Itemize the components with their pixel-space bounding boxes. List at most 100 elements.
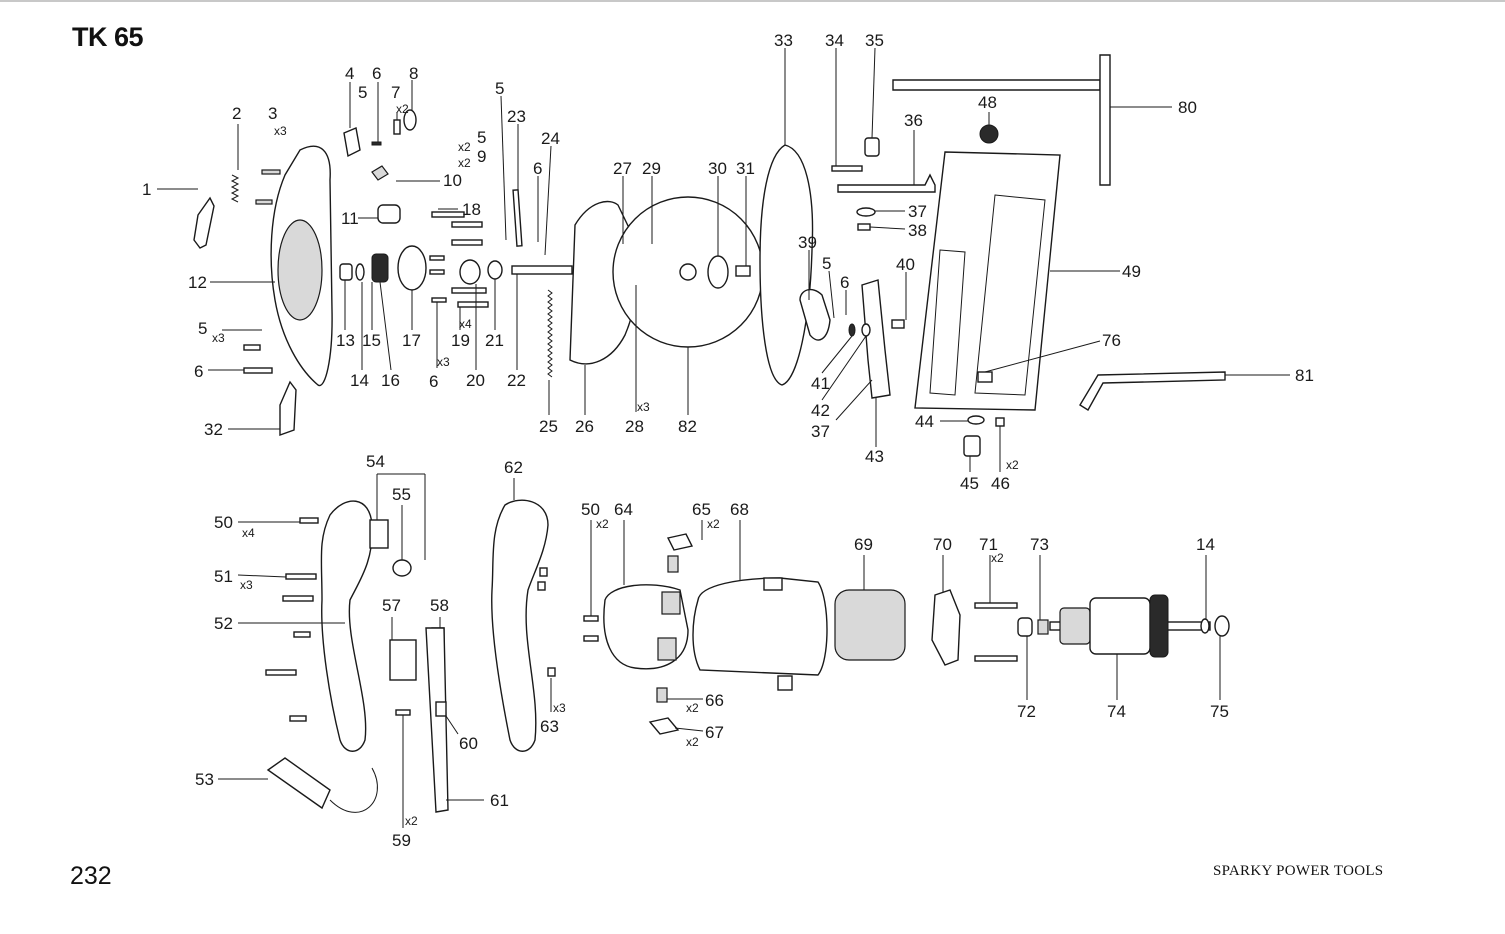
callout-43: 43 (865, 447, 884, 466)
callout-62: 62 (504, 458, 523, 477)
callout-59-qty: x2 (405, 814, 418, 828)
part-59-screw (395, 709, 411, 716)
callout-5d: 5 (495, 79, 504, 98)
part-68-stator-housing (692, 577, 828, 676)
callout-71: 71 (979, 535, 998, 554)
part-71-screw (974, 602, 1018, 609)
callout-66: 66 (705, 691, 724, 710)
callout-1: 1 (142, 180, 151, 199)
part-65-clip (666, 533, 694, 551)
part-50-screw-b (583, 615, 599, 622)
callout-68: 68 (730, 500, 749, 519)
callout-34: 34 (825, 31, 844, 50)
part-33-upper-guard (759, 144, 814, 386)
page-number: 232 (70, 862, 112, 890)
part-60-clip (435, 701, 447, 717)
callout-29: 29 (642, 159, 661, 178)
part-67-spring-clip (648, 717, 680, 735)
part-74-core (1089, 597, 1151, 655)
part-1-lever (193, 196, 215, 249)
callout-73: 73 (1030, 535, 1049, 554)
part-63-nut (539, 567, 548, 577)
callout-45: 45 (960, 474, 979, 493)
part-66-brush (656, 687, 668, 703)
part-6-pin (371, 141, 382, 146)
part-52-handle-half (320, 500, 373, 752)
part-80-parallel-guide (892, 79, 1101, 91)
part-49-slot-b (929, 249, 966, 396)
callout-82: 82 (678, 417, 697, 436)
part-screw-h (265, 669, 297, 676)
part-screw-d (429, 255, 445, 261)
part-80-guide-bar (1099, 54, 1111, 186)
callout-75: 75 (1210, 702, 1229, 721)
part-13-bearing (339, 263, 353, 281)
part-36-bracket (837, 173, 936, 193)
part-55-button (392, 559, 412, 577)
callout-70: 70 (933, 535, 952, 554)
part-48-knob (979, 124, 999, 144)
part-50-screw-c (583, 635, 599, 642)
callout-37b: 37 (811, 422, 830, 441)
part-21-bearing (487, 260, 503, 280)
callout-27: 27 (613, 159, 632, 178)
part-45-knob (963, 435, 981, 457)
callout-38: 38 (908, 221, 927, 240)
part-35-knob (864, 137, 880, 157)
part-38-screw (857, 223, 871, 231)
part-72-bearing (1017, 617, 1033, 637)
callout-3-qty: x3 (274, 124, 287, 138)
callout-60: 60 (459, 734, 478, 753)
callout-25: 25 (539, 417, 558, 436)
callout-11: 11 (341, 209, 359, 228)
callout-50-qty: x4 (242, 526, 255, 540)
part-74-commutator (1059, 607, 1091, 645)
part-65-brush-b (657, 637, 677, 661)
callout-37: 37 (908, 202, 927, 221)
callout-13: 13 (336, 331, 355, 350)
callout-65-qty: x2 (707, 517, 720, 531)
part-bolt-c (451, 239, 483, 246)
callout-26: 26 (575, 417, 594, 436)
callout-33: 33 (774, 31, 793, 50)
callout-18: 18 (462, 200, 481, 219)
part-37-washer (856, 207, 876, 217)
part-69-stator (834, 589, 906, 661)
part-44-washer (967, 415, 985, 425)
callout-71-qty: x2 (991, 551, 1004, 565)
part-18-bolt (431, 211, 465, 218)
callout-6c-qty: x3 (437, 355, 450, 369)
part-screw-i (289, 715, 307, 722)
part-68-tab-b (777, 675, 793, 691)
callout-50: 50 (214, 513, 233, 532)
callout-6d: 6 (533, 159, 542, 178)
callout-28-qty: x3 (637, 400, 650, 414)
callout-labels: 1 2 3 x3 4 5 6 7 x2 8 5 x2 9 x2 10 11 18… (142, 31, 1314, 850)
brand-footer: SPARKY POWER TOOLS (1213, 863, 1384, 879)
callout-67-qty: x2 (686, 735, 699, 749)
part-53-cable (329, 767, 378, 813)
callout-39: 39 (798, 233, 817, 252)
part-6-screw-c (243, 367, 273, 374)
part-23-rod (512, 189, 523, 247)
callout-7: 7 (391, 83, 400, 102)
callout-53: 53 (195, 770, 214, 789)
callout-19-qty: x4 (459, 317, 472, 331)
callout-9: 9 (477, 147, 486, 166)
callout-21: 21 (485, 331, 504, 350)
callout-63: 63 (540, 717, 559, 736)
part-2-spring (230, 174, 240, 203)
callout-12: 12 (188, 273, 207, 292)
part-19-bolt (451, 287, 487, 294)
part-screw-g (293, 631, 311, 638)
callout-46-qty: x2 (1006, 458, 1019, 472)
callout-4: 4 (345, 64, 354, 83)
callout-5: 5 (358, 83, 367, 102)
callout-52: 52 (214, 614, 233, 633)
callout-50b-qty: x2 (596, 517, 609, 531)
callout-15: 15 (362, 331, 381, 350)
callout-5b-qty: x2 (458, 140, 471, 154)
part-49-base-plate (914, 151, 1061, 411)
callout-48: 48 (978, 93, 997, 112)
